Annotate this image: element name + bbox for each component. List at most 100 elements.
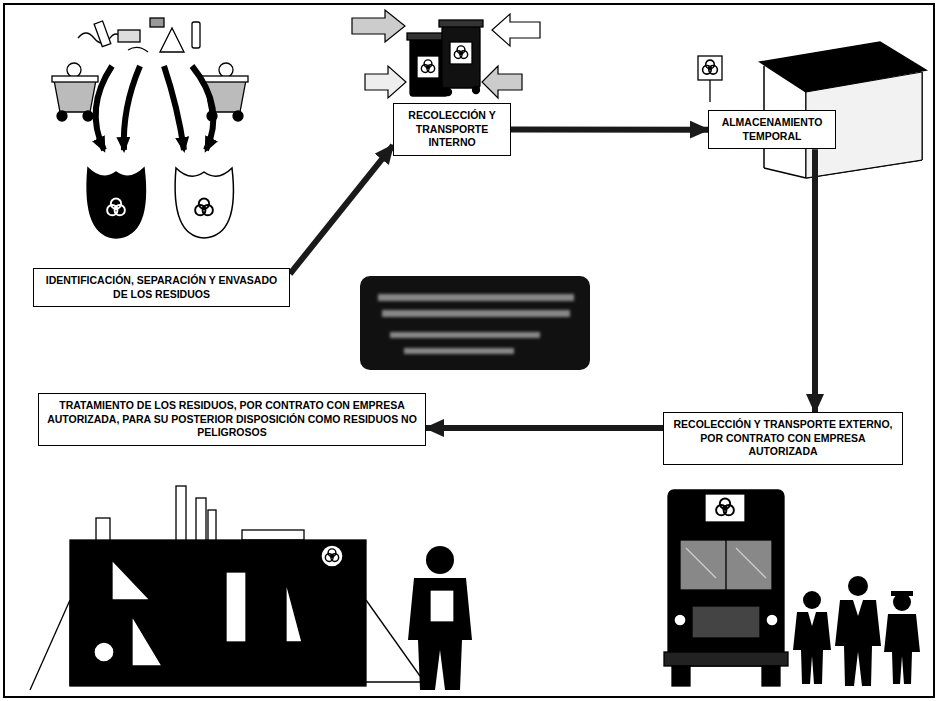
converging-arrow: [365, 66, 406, 98]
waste-items: [150, 18, 164, 27]
sorting-arrow: [164, 66, 184, 150]
treatment-plant: [112, 560, 150, 600]
waste-bag: [195, 199, 213, 216]
waste-cart: [52, 63, 248, 121]
treatment-plant: [321, 545, 343, 567]
dark-panel: [378, 294, 574, 301]
flow-arrow: [426, 425, 663, 431]
waste-bin: [445, 89, 452, 96]
waste-cart: [52, 76, 98, 82]
waste-bin: [417, 56, 439, 78]
converging-arrow: [492, 14, 540, 46]
dark-panel: [390, 332, 540, 338]
people: [803, 591, 821, 609]
waste-cart: [202, 76, 248, 82]
flow-arrow: [812, 149, 818, 412]
people: [793, 612, 831, 684]
treatment-plant: [242, 530, 304, 540]
biohazard-sign: [698, 56, 722, 80]
transport-truck: [674, 614, 686, 626]
treatment-plant: [132, 616, 162, 666]
waste-bag: [87, 168, 233, 238]
inspector-figure: [408, 546, 472, 690]
step-text: RECOLECCIÓN Y TRANSPORTE EXTERNO, POR CO…: [671, 418, 895, 459]
waste-bag: [87, 168, 145, 238]
people: [793, 576, 920, 686]
step-text: ALMACENAMIENTO TEMPORAL: [716, 116, 828, 143]
treatment-plant: [208, 510, 216, 542]
transport-truck: [766, 614, 778, 626]
waste-bag: [175, 168, 233, 238]
transport-truck: [664, 490, 788, 686]
waste-items: [128, 47, 148, 52]
dark-panel: [382, 310, 570, 317]
step-text: IDENTIFICACIÓN, SEPARACIÓN Y ENVASADO DE…: [41, 274, 282, 301]
waste-items: [160, 28, 184, 52]
treatment-plant: [69, 600, 70, 686]
biohazard-sign: [698, 56, 722, 102]
treatment-plant: [96, 518, 110, 542]
people: [884, 614, 920, 684]
waste-bin: [421, 60, 434, 73]
step-box: RECOLECCIÓN Y TRANSPORTE EXTERNO, POR CO…: [663, 412, 903, 465]
people: [808, 612, 816, 626]
step-box: IDENTIFICACIÓN, SEPARACIÓN Y ENVASADO DE…: [33, 268, 290, 307]
transport-truck: [725, 540, 726, 590]
treatment-plant: [70, 540, 366, 686]
transport-truck: [664, 652, 788, 666]
inspector-figure: [408, 578, 472, 690]
waste-cart: [57, 111, 67, 121]
waste-bin: [439, 20, 483, 27]
waste-items: [118, 30, 140, 42]
storage-shelter: [764, 168, 806, 178]
transport-truck: [668, 490, 784, 666]
treatment-plant: [30, 600, 70, 690]
waste-bin: [442, 26, 480, 88]
waste-cart: [219, 63, 233, 77]
transport-truck: [692, 606, 760, 638]
step-box: ALMACENAMIENTO TEMPORAL: [708, 110, 836, 149]
people: [891, 591, 913, 596]
sorting-arrow: [192, 66, 213, 150]
step-box: RECOLECCIÓN Y TRANSPORTE INTERNO: [393, 103, 511, 156]
waste-items: [78, 18, 200, 52]
treatment-plant: [325, 549, 338, 562]
transport-truck: [686, 548, 766, 578]
dark-panel: [360, 276, 590, 370]
converging-arrow: [482, 66, 522, 98]
biohazard-sign: [709, 80, 710, 102]
converging-arrow: [352, 10, 540, 98]
treatment-plant: [350, 681, 422, 682]
flow-arrow: [290, 145, 393, 274]
treatment-plant: [94, 642, 114, 662]
waste-items: [192, 22, 200, 48]
transport-truck: [672, 666, 690, 686]
waste-items: [94, 21, 111, 47]
treatment-plant: [226, 572, 246, 642]
people: [835, 600, 881, 686]
waste-bin: [450, 42, 472, 64]
step-text: TRATAMIENTO DE LOS RESIDUOS, POR CONTRAT…: [46, 399, 418, 440]
biohazard-sign: [703, 60, 718, 74]
dark-panel: [378, 294, 574, 354]
treatment-plant: [176, 486, 186, 542]
people: [853, 600, 863, 616]
transport-truck: [716, 499, 734, 516]
waste-bag: [107, 199, 125, 216]
step-box: TRATAMIENTO DE LOS RESIDUOS, POR CONTRAT…: [38, 393, 426, 446]
treatment-plant: [286, 582, 302, 642]
dark-panel: [360, 276, 590, 370]
treatment-plant: [196, 498, 206, 542]
waste-cart: [54, 80, 96, 112]
waste-cart: [67, 63, 81, 77]
treatment-plant: [30, 486, 422, 690]
transport-truck: [705, 494, 745, 522]
waste-cart: [83, 111, 93, 121]
sorting-arrow: [96, 66, 214, 150]
waste-bin: [473, 87, 480, 94]
sorting-arrow: [124, 66, 140, 150]
waste-bin: [407, 20, 483, 96]
converging-arrow: [352, 10, 405, 42]
transport-truck: [762, 666, 780, 686]
